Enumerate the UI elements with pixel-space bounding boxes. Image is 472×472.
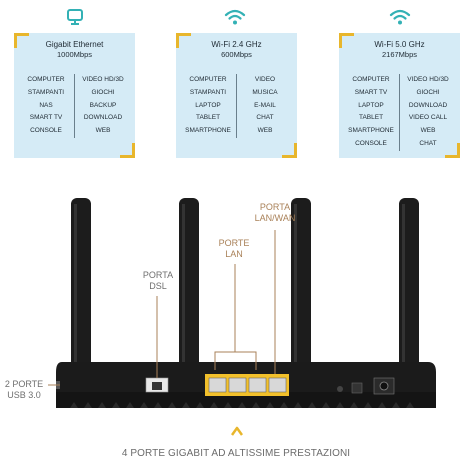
usage-item: VIDEO HD/3D bbox=[407, 76, 449, 83]
corner-accent bbox=[14, 33, 29, 48]
power-jack bbox=[373, 377, 395, 395]
porta-dsl-label: PORTA DSL bbox=[130, 270, 186, 292]
label-line: DSL bbox=[149, 281, 167, 291]
usage-item: VIDEO bbox=[254, 76, 276, 83]
corner-accent bbox=[176, 33, 191, 48]
label-line: 2 PORTE bbox=[4, 379, 44, 389]
monitor-icon bbox=[67, 9, 83, 25]
device-item: SMARTPHONE bbox=[348, 127, 394, 135]
usage-item: BACKUP bbox=[89, 101, 117, 109]
callout-lines bbox=[48, 230, 276, 386]
device-item: NAS bbox=[39, 101, 53, 109]
device-item: SMARTPHONE bbox=[185, 127, 231, 135]
card-title: Wi-Fi 2.4 GHz bbox=[211, 40, 262, 49]
antenna bbox=[71, 198, 91, 386]
device-item: TABLET bbox=[195, 114, 221, 122]
chevron-up-icon bbox=[231, 426, 243, 436]
device-item: LAPTOP bbox=[195, 101, 221, 109]
usage-item: CHAT bbox=[419, 139, 437, 147]
label-line: LAN bbox=[225, 249, 243, 259]
card-wifi-24: Wi-Fi 2.4 GHz 600Mbps COMPUTER STAMPANTI… bbox=[176, 33, 297, 158]
usage-item: WEB bbox=[420, 127, 436, 135]
usage-item: GIOCHI bbox=[91, 88, 115, 96]
usage-item: WEB bbox=[257, 127, 273, 135]
device-item: LAPTOP bbox=[358, 101, 384, 109]
usage-item: MUSICA bbox=[252, 88, 278, 96]
corner-accent bbox=[339, 33, 354, 48]
device-item: CONSOLE bbox=[30, 127, 62, 135]
corner-accent bbox=[282, 143, 297, 158]
dsl-port bbox=[145, 377, 169, 393]
router-vents bbox=[70, 402, 414, 408]
usage-item: WEB bbox=[95, 127, 111, 135]
device-item: COMPUTER bbox=[352, 76, 390, 83]
usage-item: VIDEO CALL bbox=[408, 114, 448, 122]
corner-accent bbox=[120, 143, 135, 158]
card-wifi-50: Wi-Fi 5.0 GHz 2167Mbps COMPUTER SMART TV… bbox=[339, 33, 460, 158]
porta-lanwan-label: PORTA LAN/WAN bbox=[240, 202, 310, 224]
device-item: COMPUTER bbox=[189, 76, 227, 83]
device-item: COMPUTER bbox=[27, 76, 65, 83]
label-line: PORTE bbox=[218, 238, 250, 248]
antenna bbox=[291, 198, 311, 386]
usage-item: DOWNLOAD bbox=[408, 101, 448, 109]
device-item: SMART TV bbox=[29, 114, 63, 122]
label-line: PORTA bbox=[142, 270, 174, 280]
wifi-icon bbox=[389, 9, 411, 25]
device-item: STAMPANTI bbox=[189, 88, 227, 96]
device-item: STAMPANTI bbox=[27, 88, 65, 96]
card-speed: 1000Mbps bbox=[56, 50, 93, 59]
usage-item: E-MAIL bbox=[254, 101, 276, 109]
lan-ports bbox=[205, 374, 289, 396]
device-item: SMART TV bbox=[354, 88, 388, 96]
reset-button bbox=[337, 386, 343, 392]
card-speed: 2167Mbps bbox=[381, 50, 418, 59]
usage-item: CHAT bbox=[256, 114, 274, 122]
device-item: TABLET bbox=[358, 114, 384, 122]
usage-item: VIDEO HD/3D bbox=[82, 76, 124, 83]
card-title: Gigabit Ethernet bbox=[45, 40, 104, 49]
antenna bbox=[399, 198, 419, 386]
footer-caption: 4 PORTE GIGABIT AD ALTISSIME PRESTAZIONI bbox=[121, 448, 351, 459]
power-switch bbox=[351, 382, 363, 394]
label-line: LAN/WAN bbox=[254, 213, 296, 223]
card-speed: 600Mbps bbox=[221, 50, 252, 59]
card-gigabit-ethernet: Gigabit Ethernet 1000Mbps COMPUTER STAMP… bbox=[14, 33, 135, 158]
wifi-icon bbox=[224, 9, 246, 25]
usage-item: GIOCHI bbox=[416, 88, 440, 96]
usage-item: DOWNLOAD bbox=[83, 114, 123, 122]
label-line: PORTA bbox=[259, 202, 291, 212]
corner-accent bbox=[445, 143, 460, 158]
card-title: Wi-Fi 5.0 GHz bbox=[374, 40, 425, 49]
label-line: USB 3.0 bbox=[7, 390, 41, 400]
router-illustration bbox=[48, 198, 436, 408]
porte-lan-label: PORTE LAN bbox=[206, 238, 262, 260]
antenna bbox=[179, 198, 199, 386]
device-item: CONSOLE bbox=[355, 139, 387, 147]
usb-label: 2 PORTE USB 3.0 bbox=[2, 379, 46, 401]
